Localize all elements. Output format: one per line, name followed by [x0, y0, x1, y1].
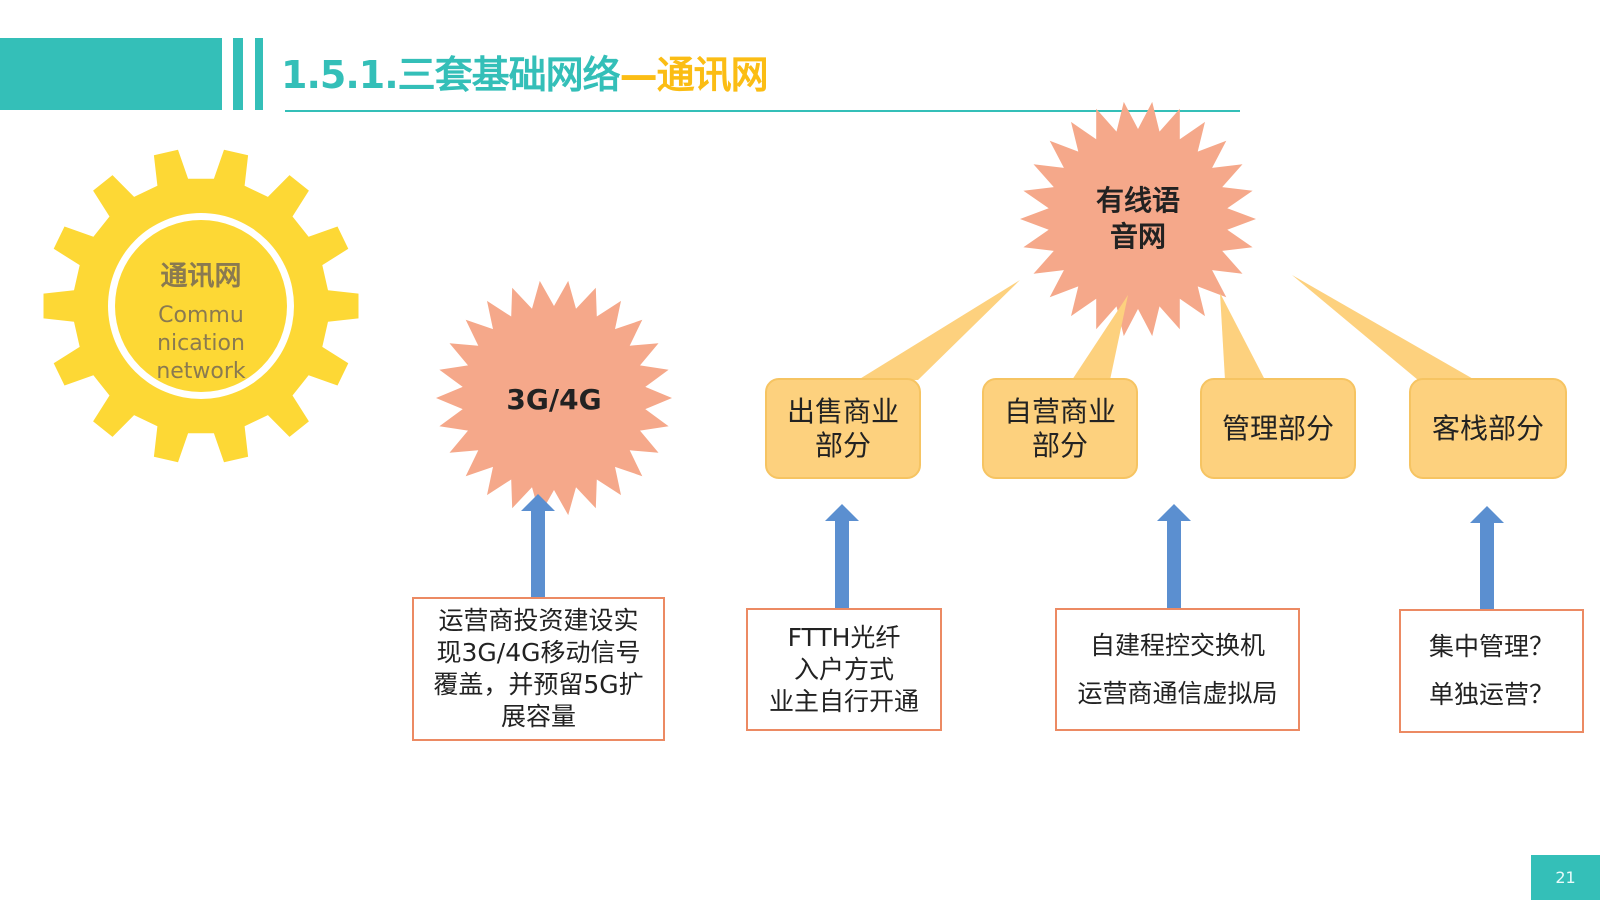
box-label: 自营商业 [1003, 394, 1116, 428]
note-line: 覆盖，并预留5G扩 [433, 670, 644, 699]
box-sales-commercial: 出售商业部分 [765, 378, 921, 479]
arrows [521, 494, 1504, 610]
box-inn: 客栈部分 [1409, 378, 1567, 479]
gear-icon [43, 149, 359, 463]
note-line: 运营商通信虚拟局 [1077, 678, 1278, 708]
callout-pointer [1292, 275, 1475, 380]
burst-label-3g4g: 3G/4G [506, 383, 602, 416]
callout-pointer [1220, 293, 1265, 380]
slide-title: 1.5.1.三套基础网络—通讯网 [281, 44, 769, 99]
starburst-3g4g [436, 280, 672, 516]
box-management: 管理部分 [1200, 378, 1356, 479]
page-number: 21 [1531, 855, 1600, 900]
note-line: 现3G/4G移动信号 [436, 638, 641, 667]
title-accent-bar [0, 38, 222, 110]
title-highlight: —通讯网 [619, 53, 769, 97]
note-management-question: 集中管理？ 单独运营？ [1399, 609, 1584, 733]
note-line: 入户方式 [793, 654, 894, 684]
box-label: 管理部分 [1221, 411, 1334, 445]
box-self-operated-commercial: 自营商业部分 [982, 378, 1138, 479]
title-underline [285, 110, 1240, 112]
title-divider-bar [255, 38, 263, 110]
arrow-up-icon [1470, 506, 1504, 610]
note-line: 业主自行开通 [768, 686, 919, 716]
burst-label-line: 有线语 [1095, 184, 1180, 217]
note-line: 集中管理？ [1428, 632, 1554, 661]
callout-pointers [858, 275, 1475, 380]
gear-subtitle-line: nication [157, 331, 245, 356]
starburst-wired-voice [1020, 101, 1256, 337]
gear-center [115, 220, 287, 392]
gear-subtitle: Commu nication network [141, 302, 261, 386]
gear-title: 通讯网 [160, 261, 242, 292]
note-operator-investment: 运营商投资建设实 现3G/4G移动信号 覆盖，并预留5G扩 展容量 [412, 597, 665, 741]
arrow-up-icon [825, 504, 859, 608]
arrow-up-icon [521, 494, 555, 598]
title-main: 1.5.1.三套基础网络 [281, 53, 621, 97]
box-label: 部分 [1031, 428, 1088, 462]
title-divider-bar [233, 38, 243, 110]
gear-subtitle-line: network [156, 359, 246, 384]
callout-pointer [858, 280, 1020, 380]
burst-label-line: 音网 [1109, 220, 1166, 253]
callout-pointer [1072, 295, 1128, 380]
note-line: FTTH光纤 [787, 622, 901, 652]
note-line: 展容量 [500, 702, 576, 731]
burst-label-wired: 有线语 音网 [1078, 183, 1198, 255]
note-line: 运营商投资建设实 [438, 606, 639, 635]
gear-subtitle-line: Commu [158, 303, 244, 328]
note-ftth: FTTH光纤 入户方式 业主自行开通 [746, 608, 942, 731]
arrow-up-icon [1157, 504, 1191, 608]
note-line: 自建程控交换机 [1089, 630, 1265, 660]
note-pbx: 自建程控交换机 运营商通信虚拟局 [1055, 608, 1300, 731]
note-line: 单独运营？ [1428, 680, 1554, 709]
box-label: 客栈部分 [1431, 411, 1544, 445]
box-label: 出售商业 [786, 394, 899, 428]
box-label: 部分 [814, 428, 871, 462]
